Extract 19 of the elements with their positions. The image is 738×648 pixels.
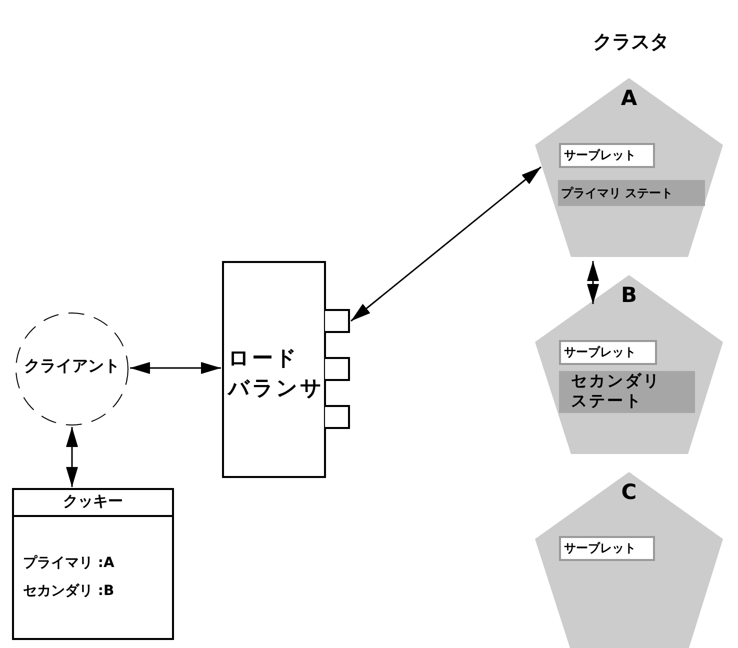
state-box: セカンダリステート	[559, 371, 695, 413]
servlet-box: サーブレット	[559, 536, 655, 561]
load-balancer-box: ロードバランサ	[222, 261, 326, 478]
port-box	[325, 357, 350, 381]
state-box: プライマリ ステート	[558, 180, 705, 206]
servlet-box: サーブレット	[559, 143, 655, 168]
port-box	[325, 309, 350, 333]
client-circle: クライアント	[15, 312, 129, 426]
title: クラスタ	[592, 30, 670, 55]
arrow	[587, 261, 599, 304]
arrow	[130, 362, 221, 374]
cookie-box: クッキー プライマリ :A セカンダリ :B	[12, 488, 174, 640]
server-pentagon: A サーブレット プライマリ ステート	[535, 78, 723, 258]
servlet-box: サーブレット	[559, 340, 657, 365]
server-pentagon: B サーブレット セカンダリステート	[535, 275, 723, 455]
server-pentagon: C サーブレット	[535, 472, 723, 648]
arrow	[66, 427, 78, 487]
arrow	[350, 166, 542, 322]
port-box	[325, 405, 350, 429]
